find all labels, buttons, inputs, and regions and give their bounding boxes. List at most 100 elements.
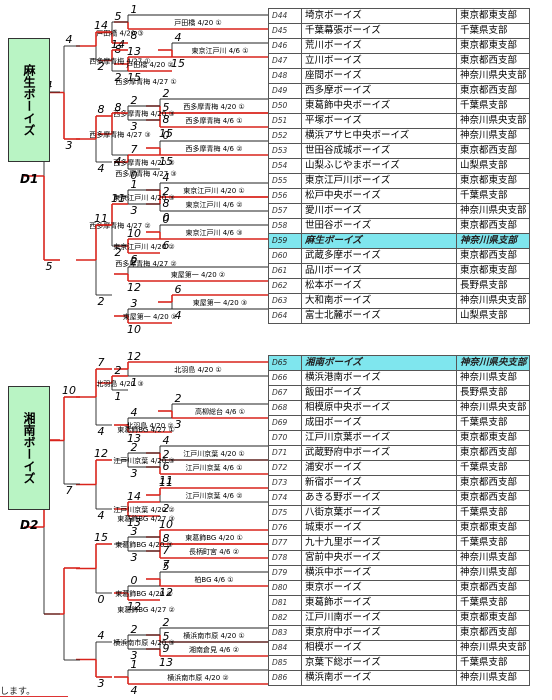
match-score: 10 — [127, 323, 141, 336]
team-branch: 山梨県支部 — [456, 308, 530, 324]
team-code: D52 — [268, 128, 302, 144]
team-code: D53 — [268, 143, 302, 159]
match-score: 14 — [127, 490, 141, 503]
team-name: 横浜アサヒ中央ボーイズ — [301, 128, 457, 144]
team-code: D78 — [268, 550, 302, 566]
team-name: 八街京葉ボーイズ — [301, 505, 457, 521]
team-code: D83 — [268, 625, 302, 641]
team-branch: 東京都西支部 — [456, 83, 530, 99]
team-name: 成田ボーイズ — [301, 415, 457, 431]
team-name: 富士北麓ボーイズ — [301, 308, 457, 324]
match-score: 4 — [175, 309, 182, 322]
match-score: 7 — [163, 558, 170, 571]
match-label: 江戸川京葉 4/6 ① — [186, 463, 243, 472]
match-score: 1 — [131, 3, 138, 16]
match-label: 東京江戸川 4/20 ③ — [113, 193, 174, 202]
team-code: D47 — [268, 53, 302, 69]
match-score: 3 — [131, 120, 138, 133]
match-score: 2 — [115, 71, 122, 84]
match-score: 14 — [94, 19, 108, 32]
match-score: 1 — [131, 376, 138, 389]
team-branch: 千葉県支部 — [456, 23, 530, 39]
match-score: 12 — [127, 600, 141, 613]
match-score: 4 — [66, 33, 73, 46]
block-code-d1: D1 — [20, 172, 39, 186]
team-code: D75 — [268, 505, 302, 521]
match-score: 2 — [131, 255, 138, 268]
match-score: 5 — [163, 101, 170, 114]
team-code: D60 — [268, 248, 302, 264]
match-label: 東京江戸川 4/6 ① — [192, 46, 249, 55]
team-branch: 神奈川県支部 — [456, 128, 530, 144]
match-score: 1 — [131, 658, 138, 671]
team-name: 横浜南ボーイズ — [301, 670, 457, 686]
match-label: 東屋第一 4/20 ① — [123, 312, 177, 321]
team-name: 世田谷成城ボーイズ — [301, 143, 457, 159]
team-branch: 長野県支部 — [456, 385, 530, 401]
team-name: 山梨ふじやまボーイズ — [301, 158, 457, 174]
team-name: 東京江戸川ボーイズ — [301, 173, 457, 189]
team-branch: 神奈川県央支部 — [456, 203, 530, 219]
team-branch: 神奈川県央支部 — [456, 113, 530, 129]
team-name: 松本ボーイズ — [301, 278, 457, 294]
match-score: 2 — [98, 60, 105, 73]
team-code: D45 — [268, 23, 302, 39]
match-label: 戸田橋 4/20 ② — [126, 60, 173, 69]
team-code: D70 — [268, 430, 302, 446]
team-code: D57 — [268, 203, 302, 219]
team-code: D46 — [268, 38, 302, 54]
match-label: 横浜南市原 4/20 ③ — [113, 638, 174, 647]
match-label: 西多摩青梅 4/27 ② — [89, 221, 150, 230]
team-branch: 神奈川県支部 — [456, 370, 530, 386]
team-code: D62 — [268, 278, 302, 294]
team-branch: 東京都東支部 — [456, 610, 530, 626]
match-score: 10 — [159, 518, 173, 531]
match-score: 2 — [115, 246, 122, 259]
team-branch: 東京都東支部 — [456, 38, 530, 54]
team-name: 武蔵野府中ボーイズ — [301, 445, 457, 461]
team-name: 九十九里ボーイズ — [301, 535, 457, 551]
team-branch: 神奈川県央支部 — [456, 355, 530, 371]
team-code: D74 — [268, 490, 302, 506]
team-code: D55 — [268, 173, 302, 189]
team-branch: 神奈川県央支部 — [456, 293, 530, 309]
team-name: 東京府中ボーイズ — [301, 625, 457, 641]
match-score: 2 — [163, 502, 170, 515]
match-score: 11 — [94, 212, 108, 225]
match-score: 3 — [131, 204, 138, 217]
match-score: 4 — [131, 406, 138, 419]
match-score: 2 — [131, 94, 138, 107]
match-score: 6 — [163, 239, 170, 252]
team-code: D84 — [268, 640, 302, 656]
team-name: 麻生ボーイズ — [301, 233, 457, 249]
team-branch: 千葉県支部 — [456, 535, 530, 551]
team-branch: 東京都西支部 — [456, 625, 530, 641]
team-code: D49 — [268, 83, 302, 99]
match-score: 4 — [163, 434, 170, 447]
team-name: 武蔵多摩ボーイズ — [301, 248, 457, 264]
match-score: 0 — [163, 129, 170, 142]
team-name: 世田谷ボーイズ — [301, 218, 457, 234]
match-score: 11 — [159, 476, 173, 489]
match-score: 2 — [163, 87, 170, 100]
match-score: 3 — [131, 551, 138, 564]
team-name: 座間ボーイズ — [301, 68, 457, 84]
team-branch: 東京都西支部 — [456, 53, 530, 69]
team-code: D77 — [268, 535, 302, 551]
match-score: 12 — [94, 447, 108, 460]
team-name: 浦安ボーイズ — [301, 460, 457, 476]
match-score: 13 — [127, 45, 141, 58]
match-label: 北羽島 4/20 ③ — [96, 379, 143, 388]
team-branch: 東京都東支部 — [456, 263, 530, 279]
